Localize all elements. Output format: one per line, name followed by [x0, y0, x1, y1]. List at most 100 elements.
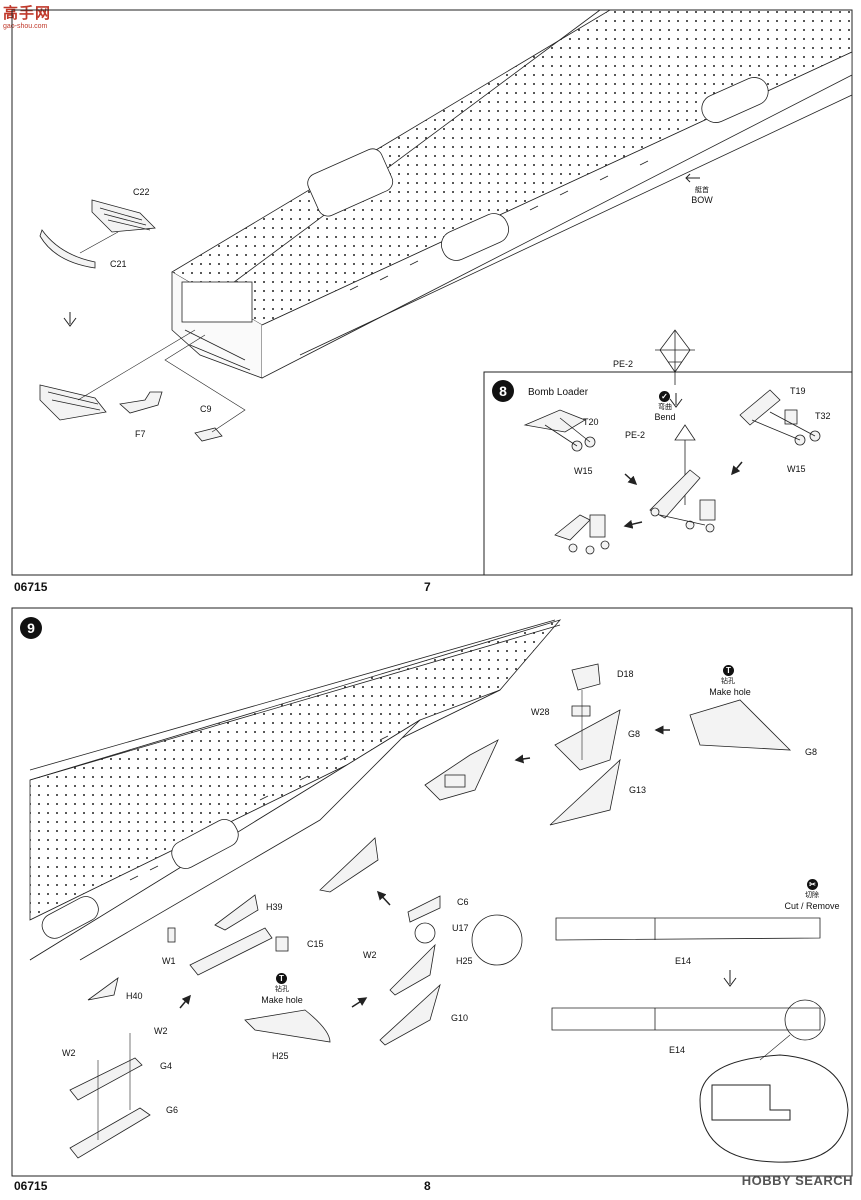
- label-c15: C15: [307, 939, 324, 949]
- hobby-search-watermark: HOBBY SEARCH: [741, 1173, 853, 1188]
- rudder-assembly: [424, 739, 499, 801]
- u17-callout-large: [471, 914, 523, 966]
- hull-bow-drawing: [171, 9, 853, 379]
- label-d18: D18: [617, 669, 634, 679]
- label-c22: C22: [133, 187, 150, 197]
- bomb-loader-left: [523, 409, 596, 452]
- label-g8-right: G8: [805, 747, 818, 757]
- part-c21: [39, 229, 96, 269]
- label-t19: T19: [790, 386, 806, 396]
- arrow-step8-b: [731, 461, 743, 476]
- label-c9: C9: [200, 404, 212, 414]
- down-arrow-1: [63, 312, 77, 327]
- make-hole-en-1: Make hole: [709, 687, 751, 697]
- part-c22-assembled: [39, 384, 107, 421]
- part-e14-top: [555, 917, 821, 941]
- label-pe2-mid: PE-2: [625, 430, 646, 440]
- label-pe2-top: PE-2: [613, 359, 634, 369]
- part-c15: [275, 936, 289, 952]
- make-hole-cn-2: 钻孔: [275, 986, 289, 993]
- cut-icon: ✂: [807, 879, 818, 890]
- part-fin-upper: [319, 837, 379, 893]
- cut-label-cn: 切除: [805, 892, 819, 899]
- label-g8-mid: G8: [628, 729, 641, 739]
- step8-title: Bomb Loader: [528, 387, 589, 398]
- product-code-p7: 06715: [14, 580, 48, 594]
- label-bow-en: BOW: [691, 195, 713, 205]
- part-pe2-top: [655, 329, 695, 385]
- part-c6: [407, 895, 441, 923]
- bend-label-cn: 弯曲: [658, 404, 672, 411]
- drill-icon-2: T: [276, 973, 287, 984]
- make-hole-cn-1: 钻孔: [721, 678, 735, 685]
- label-w1: W1: [162, 956, 176, 966]
- part-h25-low: [244, 1009, 331, 1043]
- step9-number: 9: [20, 617, 42, 639]
- part-f7: [119, 391, 163, 414]
- bend-label-en: Bend: [654, 412, 676, 422]
- label-t20: T20: [583, 417, 599, 427]
- site-watermark: 高手网 gao-shou.com: [3, 2, 51, 30]
- arrow-step8-a: [624, 473, 638, 486]
- hull-stern-drawing: [29, 619, 562, 961]
- label-c21: C21: [110, 259, 127, 269]
- label-g4: G4: [160, 1061, 173, 1071]
- label-w15-left: W15: [574, 466, 593, 476]
- label-g13: G13: [629, 785, 647, 795]
- bow-arrow: [685, 173, 700, 183]
- label-u17: U17: [452, 923, 469, 933]
- part-g8-right: [689, 699, 792, 751]
- watermark-title: 高手网: [3, 5, 52, 22]
- label-h40: H40: [126, 991, 143, 1001]
- label-w28: W28: [531, 707, 550, 717]
- step8-number: 8: [492, 380, 514, 402]
- page-number-7: 7: [424, 580, 431, 594]
- product-code-p8: 06715: [14, 1179, 48, 1193]
- label-h39: H39: [266, 902, 283, 912]
- label-c6: C6: [457, 897, 469, 907]
- arrow-step8-c: [623, 519, 643, 529]
- page7-frame: [11, 9, 853, 576]
- bend-icon: ✓: [659, 391, 670, 402]
- page-number-8: 8: [424, 1179, 431, 1193]
- bomb-loader-final: [554, 514, 610, 555]
- cut-label-en: Cut / Remove: [784, 901, 840, 911]
- label-e14-bot: E14: [669, 1045, 686, 1055]
- u17-callout-small: [414, 922, 436, 944]
- part-g4: [69, 1057, 143, 1101]
- part-h25-mid: [389, 943, 436, 996]
- make-hole-en-2: Make hole: [261, 995, 303, 1005]
- step8-frame: [483, 371, 853, 576]
- drill-icon-1: T: [723, 665, 734, 676]
- e14-detail-zoom: [699, 1054, 849, 1163]
- label-w2-b: W2: [62, 1048, 76, 1058]
- label-bow-cn: 艇首: [695, 187, 709, 194]
- part-g13: [549, 758, 621, 826]
- label-e14-top: E14: [675, 956, 692, 966]
- part-d18: [571, 663, 601, 691]
- part-h40: [87, 977, 119, 1001]
- part-e14-bot: [551, 1007, 821, 1031]
- label-w2-a: W2: [154, 1026, 168, 1036]
- e14-detail-callout: [784, 999, 826, 1041]
- part-h39: [214, 894, 259, 931]
- part-w28: [571, 705, 591, 717]
- part-c9: [194, 427, 223, 442]
- label-g10: G10: [451, 1013, 469, 1023]
- part-c22: [91, 199, 156, 233]
- bomb-loader-center: [649, 469, 716, 533]
- part-g8-mid: [554, 709, 621, 771]
- label-f7: F7: [135, 429, 146, 439]
- label-h25-mid: H25: [456, 956, 473, 966]
- label-w2-mid: W2: [363, 950, 377, 960]
- part-w1: [167, 927, 176, 943]
- part-g10: [379, 983, 441, 1046]
- bomb-loader-right: [739, 389, 821, 446]
- page8-frame: [11, 607, 853, 1177]
- label-g6: G6: [166, 1105, 179, 1115]
- label-h25-low: H25: [272, 1051, 289, 1061]
- label-t32: T32: [815, 411, 831, 421]
- label-w15-right: W15: [787, 464, 806, 474]
- part-g6: [69, 1107, 151, 1159]
